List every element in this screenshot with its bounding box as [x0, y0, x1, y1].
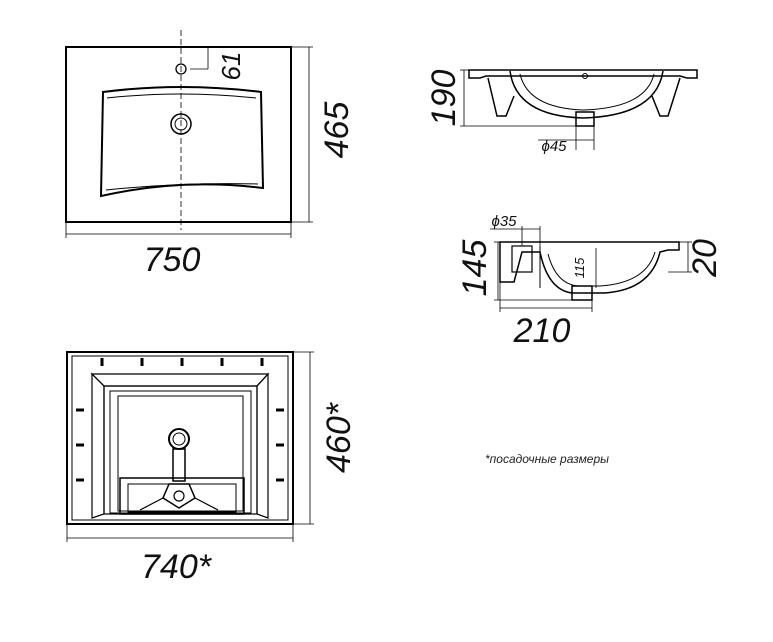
bottom-view: 740* 460* [66, 351, 358, 586]
side-depth-label: 210 [513, 312, 571, 350]
side-section: 145 115 ϕ35 210 20 [456, 213, 724, 350]
drain-diameter-label: ϕ45 [541, 138, 567, 155]
bottom-drain-icon [168, 428, 190, 450]
tap-offset-label: 61 [216, 52, 246, 81]
top-view-basin [99, 86, 265, 198]
bottom-depth-label: 460* [320, 401, 358, 473]
top-width-label: 750 [144, 241, 201, 279]
front-section: 190 ϕ45 [425, 69, 698, 155]
bottom-width-label: 740* [141, 548, 213, 586]
top-view-outline [65, 46, 292, 223]
top-depth-label: 465 [318, 102, 356, 159]
side-height-label: 145 [456, 240, 494, 297]
bottom-view-outline [66, 351, 294, 525]
inner-height-label: 115 [572, 257, 587, 278]
front-height-label: 190 [425, 70, 463, 127]
overflow-diameter-label: ϕ35 [491, 213, 517, 230]
footnote: *посадочные размеры [485, 452, 609, 466]
top-view: 750 465 61 [65, 30, 356, 279]
rim-height-label: 20 [686, 239, 724, 278]
tap-hole-icon [175, 63, 187, 75]
